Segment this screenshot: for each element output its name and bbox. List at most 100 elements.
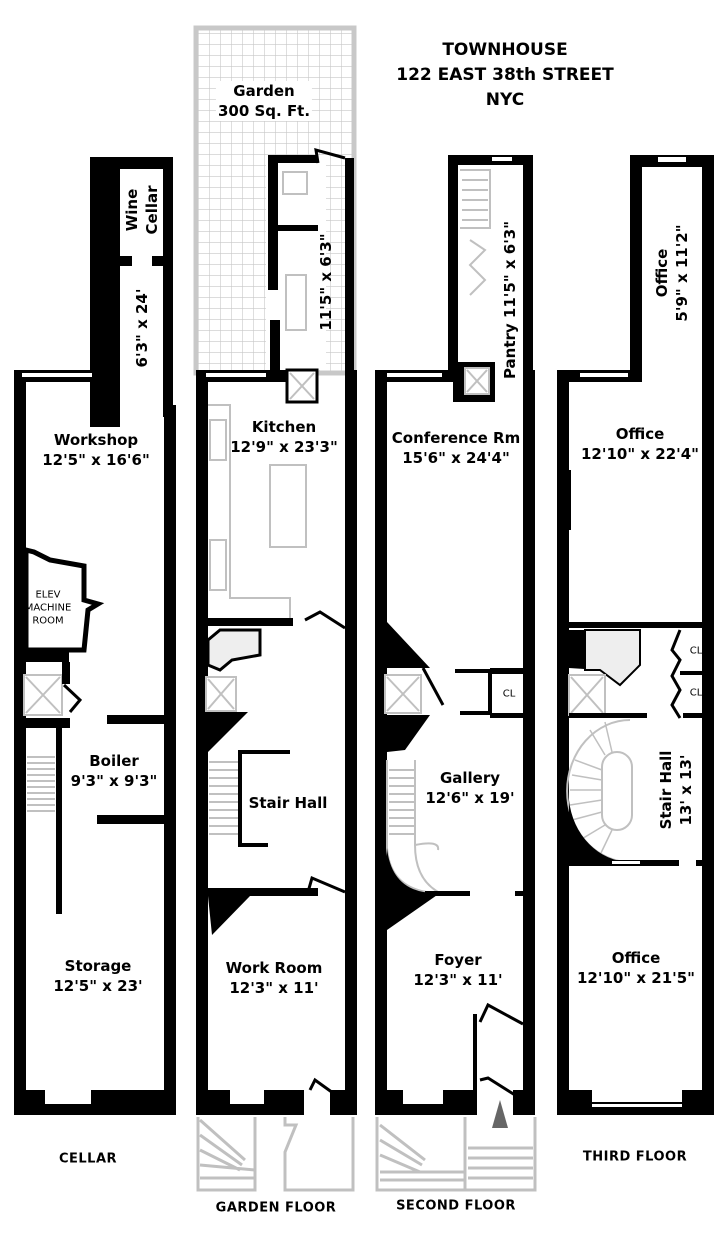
kitchen-island [269,464,307,548]
door-swing [306,875,346,894]
room-name: MACHINE [24,602,72,614]
wall-segment [448,155,458,375]
room-dims: 13' x 13' [677,754,695,826]
plan-title: TOWNHOUSE 122 EAST 38th STREET NYC [396,38,614,113]
room-dims: 12'9" x 23'3" [230,438,338,456]
sink-icon [209,419,227,461]
garden-wall-right [345,370,357,1115]
room-name: Workshop [53,431,139,449]
wall-segment [268,155,278,290]
third-floor-plan [557,155,714,1115]
room-name: Cellar [143,185,161,235]
wall-stub [152,256,164,266]
second-wall-right [523,370,535,1115]
room-label-closet: CL [503,688,516,701]
room-label-kitchen: Kitchen 12'9" x 23'3" [230,417,338,457]
room-name: Office [615,425,665,443]
door-swing [308,1077,341,1100]
room-dims: 5'9" x 11'2" [673,224,691,322]
stair-icon [389,769,415,835]
third-wall-left [557,370,569,1115]
room-dims: 12'3" x 11' [229,979,319,997]
room-dims: 12'10" x 21'5" [577,969,695,987]
window [387,373,442,377]
elevator-icon [466,369,488,393]
wall-segment [569,713,647,718]
room-label-gallery: Gallery 12'6" x 19' [425,768,514,808]
wall-segment [569,622,702,628]
room-label-conference-rm: Conference Rm 15'6" x 24'4" [392,428,520,468]
wall-segment [702,155,714,380]
cellar-wall-right [164,405,176,1115]
boiler-wall [97,815,167,824]
room-dims: 6'3" x 24' [133,288,151,368]
floor-label-cellar: CELLAR [58,1151,118,1167]
wall-curve [387,848,440,930]
room-dims-wine-cellar: 6'3" x 24' [132,289,152,368]
window [580,373,628,377]
stair-icon [27,756,55,812]
room-dims: 15'6" x 24'4" [402,449,510,467]
room-label-pantry: Pantry 11'5" x 6'3" [500,221,520,379]
stair-icon [460,169,491,229]
window [206,373,266,377]
window-niche [403,1090,443,1104]
title-line-2: 122 EAST 38th STREET [396,65,614,85]
elevator-icon [25,676,61,714]
door-swing [421,667,445,706]
wall-segment [683,713,703,718]
room-name: Garden [215,81,313,101]
exterior-stair-icon [375,1117,537,1192]
wall-segment [448,155,533,165]
room-label-closet-1: CL [690,645,703,658]
wall-segment [490,713,525,718]
second-floor-plan [375,155,537,1192]
room-name: Conference Rm [391,429,521,447]
window [492,157,512,161]
boiler-wall [107,715,167,724]
wall-segment [208,888,318,896]
room-name: Office [611,949,661,967]
room-label-closet-2: CL [690,687,703,700]
door-swing [304,610,346,630]
room-label-office-front: Office 12'10" x 21'5" [577,948,695,988]
appliance-icon [209,539,227,591]
room-label-storage: Storage 12'5" x 23' [53,956,142,996]
stair-icon [209,761,238,835]
wall-segment [345,158,354,378]
room-name: Wine [123,188,141,232]
room-label-office-rear: Office 5'9" x 11'2" [652,224,692,321]
room-dims: 12'5" x 16'6" [42,451,150,469]
room-dims: 12'10" x 22'4" [581,445,699,463]
stair-well-icon [601,751,633,831]
door-opening [612,861,640,864]
stair-hall-wall [238,750,290,847]
closet-doors [670,629,682,719]
title-line-3: NYC [485,90,525,110]
floor-label-third-floor: THIRD FLOOR [582,1149,688,1165]
garden-floor-plan [193,25,357,1192]
stair-icon [569,721,613,856]
wall-stub [118,256,132,266]
room-name: ELEV [35,589,61,601]
room-name: Stair Hall [248,794,328,812]
room-label-office-middle: Office 12'10" x 22'4" [581,424,699,464]
wall-chamfer [387,622,430,668]
wall-segment [696,860,704,866]
room-label-elev-machine-room: ELEV MACHINE ROOM [25,589,72,628]
room-name: CL [502,688,516,700]
window [658,157,686,162]
exterior-stair-icon [196,1117,355,1192]
room-dims: 12'5" x 23' [53,977,143,995]
wall-segment [278,225,318,231]
wine-cellar-wall-top [90,157,173,169]
wall-segment [14,650,69,662]
wall-segment [680,671,702,675]
wall-segment [268,155,318,163]
second-wall-left [375,370,387,1115]
stair-rail [414,760,441,894]
wall-chamfer [387,715,430,752]
door-swing [62,683,83,713]
room-label-stair-hall-third: Stair Hall 13' x 13' [656,751,696,830]
wall-segment [490,668,525,674]
